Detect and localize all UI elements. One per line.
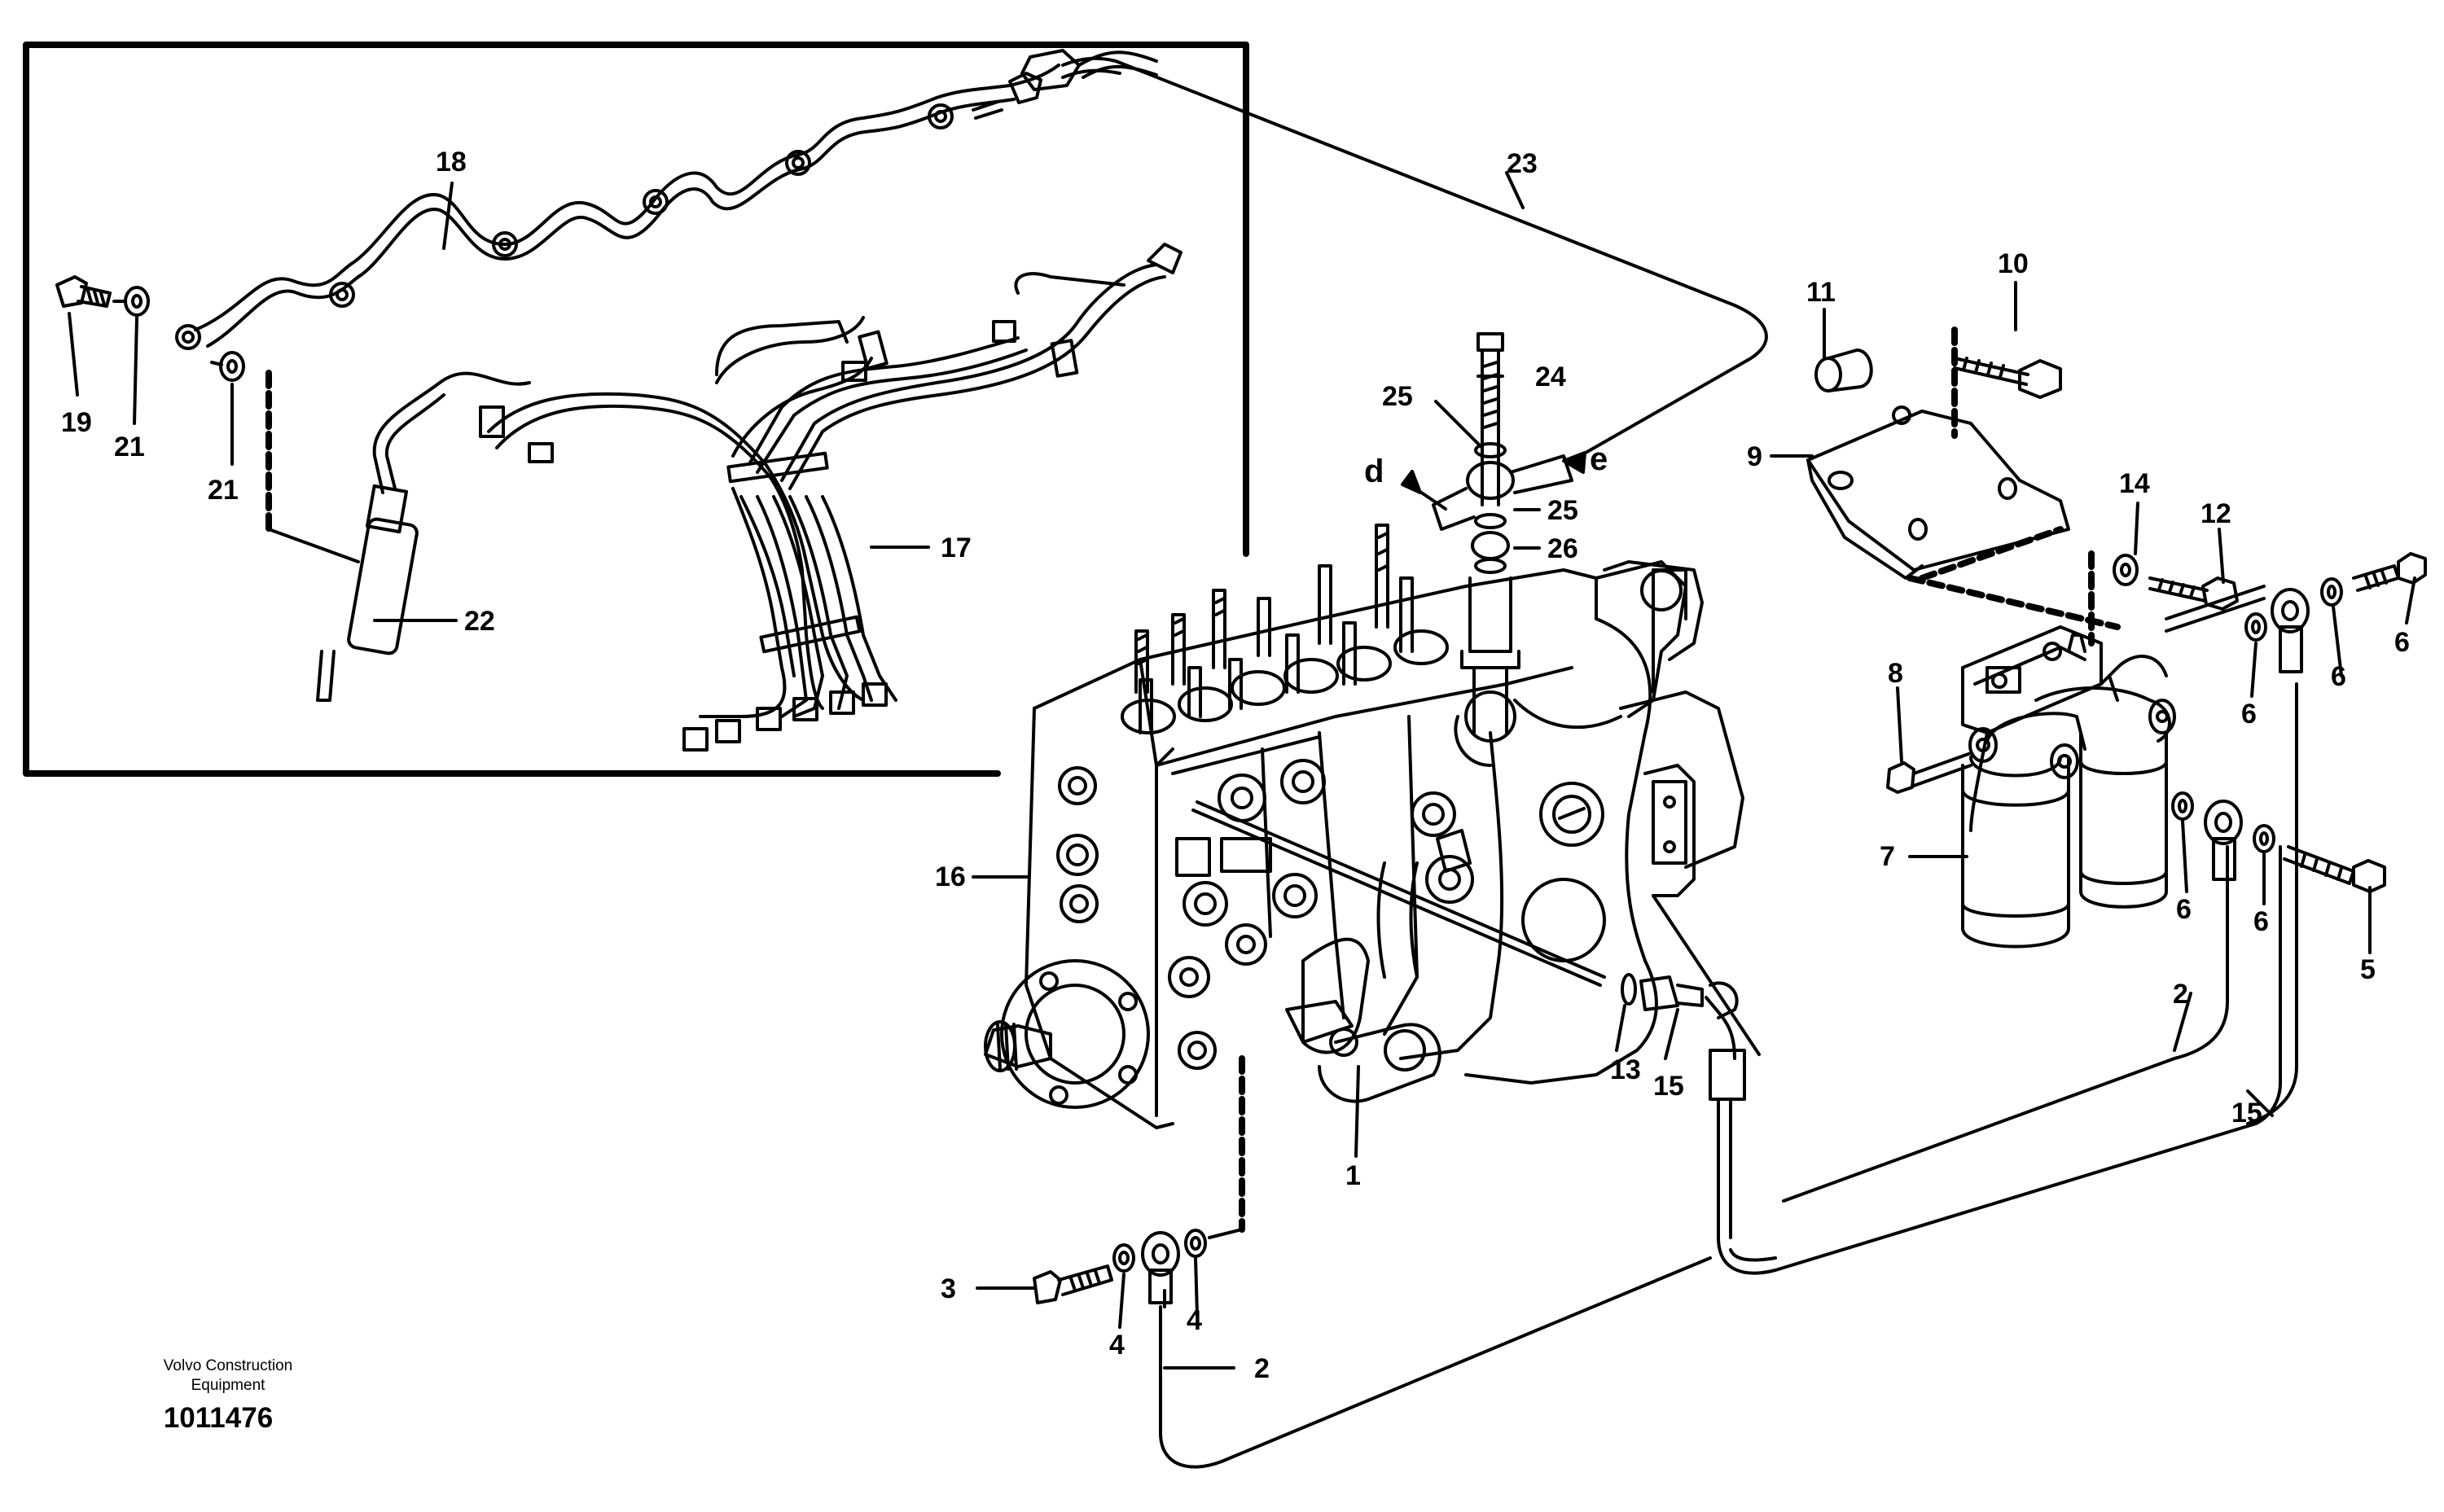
credit-line-2: Equipment bbox=[191, 1377, 265, 1394]
callout-11: 11 bbox=[1806, 277, 1836, 308]
callout-21b: 21 bbox=[208, 475, 239, 506]
callout-5a: 6 bbox=[2394, 627, 2410, 658]
callout-23: 23 bbox=[1507, 148, 1538, 179]
callout-2b: 2 bbox=[1254, 1353, 1270, 1384]
callout-17: 16 bbox=[935, 861, 966, 892]
banjo-bolt-lower bbox=[1033, 1229, 1207, 1304]
overflow-valve bbox=[1432, 332, 1573, 767]
callout-6d: 6 bbox=[2253, 906, 2269, 937]
callout-10: 10 bbox=[1998, 248, 2029, 279]
injector bbox=[316, 371, 531, 702]
banjo-lower bbox=[2171, 791, 2386, 893]
callout-22: 22 bbox=[464, 606, 495, 637]
callout-12: 12 bbox=[2200, 498, 2231, 529]
credit-line-1: Volvo Construction bbox=[163, 1357, 293, 1374]
return-line bbox=[1061, 56, 1768, 458]
pipe-14 bbox=[2246, 682, 2298, 1125]
callout-6c: 6 bbox=[2176, 894, 2192, 925]
callout-13: 14 bbox=[2119, 468, 2150, 499]
leader-lines bbox=[68, 171, 2416, 1370]
callout-20: 19 bbox=[61, 407, 92, 438]
callout-4a: 4 bbox=[1109, 1330, 1125, 1361]
pipe-2-lower bbox=[1159, 1256, 1712, 1469]
callout-6b: 6 bbox=[2241, 699, 2257, 730]
callout-25a: 25 bbox=[1382, 381, 1413, 412]
callout-4b: 4 bbox=[1187, 1305, 1202, 1336]
pipe-2 bbox=[1782, 845, 2229, 1203]
drawing-number: 1011476 bbox=[163, 1402, 274, 1434]
arrow-e bbox=[1562, 451, 1586, 474]
callout-5b: 5 bbox=[2360, 954, 2376, 985]
fuel-fitting bbox=[1621, 845, 2282, 1275]
leak-off-line bbox=[175, 49, 1158, 350]
spacer bbox=[1814, 348, 1873, 392]
callout-16: 13 bbox=[1610, 1054, 1641, 1085]
bracket bbox=[1806, 405, 2070, 580]
bolt-10 bbox=[1953, 357, 2062, 399]
bolt-and-washers bbox=[55, 275, 245, 382]
inset-frame bbox=[23, 42, 1249, 777]
callout-25b: 25 bbox=[1547, 495, 1578, 526]
callout-3: 3 bbox=[941, 1273, 956, 1304]
callout-15: 15 bbox=[1653, 1071, 1684, 1102]
callout-1: 1 bbox=[1345, 1160, 1361, 1191]
callout-21a: 21 bbox=[114, 432, 145, 462]
callout-8: 8 bbox=[1888, 658, 1903, 689]
callout-2a: 2 bbox=[2173, 979, 2188, 1010]
callout-24: 24 bbox=[1535, 362, 1566, 392]
callout-14: 15 bbox=[2231, 1098, 2262, 1129]
injection-pipes bbox=[479, 243, 1183, 752]
callout-6a: 6 bbox=[2331, 661, 2346, 692]
callout-e: e bbox=[1590, 441, 1608, 477]
callout-7: 7 bbox=[1880, 841, 1895, 872]
fuel-filter bbox=[1886, 625, 2176, 949]
return-line-2 bbox=[1061, 68, 1121, 79]
callout-18: 17 bbox=[941, 532, 972, 563]
callout-19: 18 bbox=[436, 147, 467, 177]
bolt-12 bbox=[2113, 554, 2239, 611]
callout-26: 26 bbox=[1547, 533, 1578, 564]
injection-pump bbox=[984, 524, 1744, 1129]
banjo-upper bbox=[2244, 552, 2427, 673]
callout-9: 9 bbox=[1747, 441, 1762, 472]
callout-d: d bbox=[1364, 454, 1384, 489]
publisher-credit: Volvo Construction Equipment bbox=[138, 1356, 318, 1396]
